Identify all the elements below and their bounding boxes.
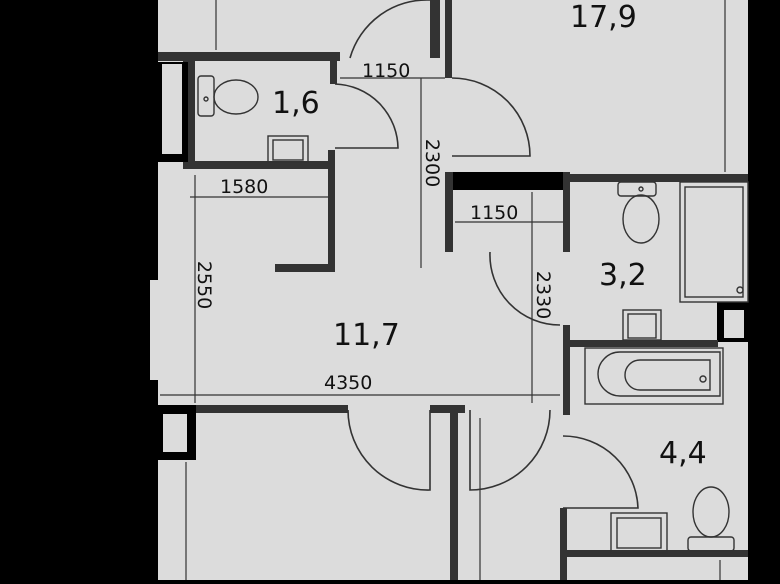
dimension-1150-top: 1150	[362, 60, 411, 82]
dimension-2300: 2300	[421, 138, 444, 188]
dimension-lines	[160, 0, 726, 580]
fixtures	[197, 75, 749, 554]
room-area-living-room: 17,9	[570, 0, 637, 35]
dimension-1580: 1580	[220, 176, 269, 198]
room-area-hall: 11,7	[333, 318, 400, 353]
dimension-1150-mid: 1150	[470, 202, 519, 224]
walls	[158, 0, 748, 580]
dimension-2550: 2550	[193, 260, 216, 310]
dimension-4350: 4350	[324, 372, 373, 394]
door-swings	[334, 0, 639, 509]
room-area-wc: 1,6	[272, 86, 320, 121]
room-area-bathroom-1: 3,2	[599, 258, 647, 293]
dimension-2330: 2330	[532, 270, 555, 320]
room-area-bathroom-2: 4,4	[659, 436, 707, 471]
